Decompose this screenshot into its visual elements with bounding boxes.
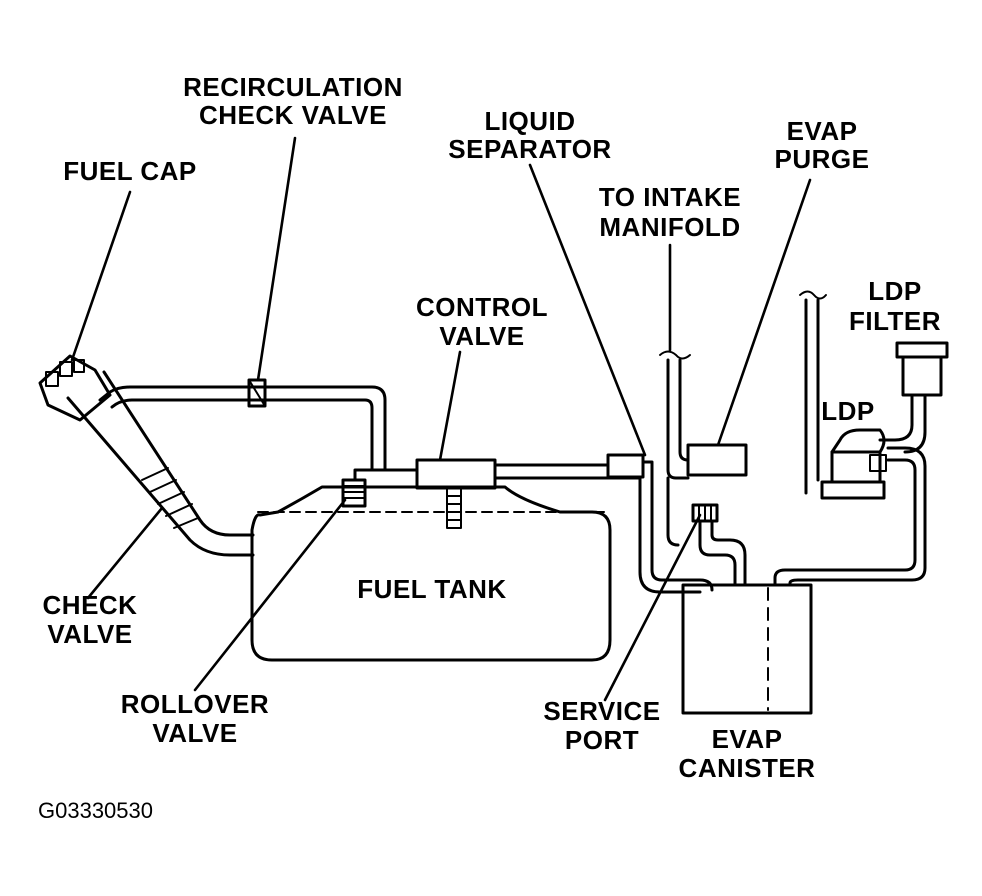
- filler-neck: [66, 370, 255, 557]
- label-liquid-separator-line2: SEPARATOR: [448, 134, 611, 164]
- ldp-filter: [878, 341, 949, 454]
- label-service-port-line2: PORT: [565, 725, 639, 755]
- label-control-valve-line1: CONTROL: [416, 292, 548, 322]
- evap-canister: [681, 583, 813, 715]
- label-recirculation-line2: CHECK VALVE: [199, 100, 387, 130]
- label-intake-manifold-line1: TO INTAKE: [599, 182, 741, 212]
- label-evap-canister-line2: CANISTER: [679, 753, 816, 783]
- fuel-cap: [38, 354, 112, 422]
- service-port: [691, 503, 747, 587]
- label-fuel-cap: FUEL CAP: [63, 156, 197, 186]
- ldp-lines: [773, 290, 927, 587]
- ldp-pump: [820, 428, 887, 500]
- label-liquid-separator-line1: LIQUID: [484, 106, 575, 136]
- recirculation-line: [98, 385, 387, 472]
- leader-lines: [70, 136, 812, 702]
- label-evap-canister-line1: EVAP: [712, 724, 783, 754]
- evap-purge-valve: [686, 443, 748, 477]
- label-check-valve-line2: VALVE: [47, 619, 132, 649]
- label-evap-purge-line2: PURGE: [775, 144, 870, 174]
- label-control-valve-line2: VALVE: [439, 321, 524, 351]
- label-rollover-valve-line1: ROLLOVER: [121, 689, 269, 719]
- label-fuel-tank: FUEL TANK: [357, 574, 506, 604]
- label-evap-purge-line1: EVAP: [787, 116, 858, 146]
- label-recirculation-line1: RECIRCULATION: [183, 72, 403, 102]
- figure-code: G03330530: [38, 798, 153, 823]
- label-service-port-line1: SERVICE: [543, 696, 660, 726]
- label-ldp: LDP: [821, 396, 875, 426]
- rollover-valve: [341, 468, 419, 508]
- label-intake-manifold-line2: MANIFOLD: [599, 212, 740, 242]
- label-rollover-valve-line2: VALVE: [152, 718, 237, 748]
- recirculation-check-valve: [247, 378, 267, 408]
- label-ldp-filter-line1: LDP: [868, 276, 922, 306]
- label-ldp-filter-line2: FILTER: [849, 306, 941, 336]
- intake-manifold-line: [659, 350, 691, 547]
- label-check-valve-line1: CHECK: [43, 590, 138, 620]
